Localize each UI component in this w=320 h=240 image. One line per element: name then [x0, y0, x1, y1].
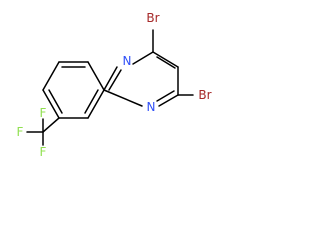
bond-ph-6-1-double [84, 89, 99, 114]
atom-f-bottom: F [40, 145, 47, 159]
atom-n3: N [147, 100, 156, 114]
bond-c6-c5 [152, 51, 179, 68]
bond-ph-3-4 [42, 61, 60, 91]
bond-layer [26, 29, 194, 146]
bond-c2-n1-double [108, 69, 122, 91]
bond-c2-n1 [103, 66, 118, 91]
bond-c4-n3 [158, 94, 179, 107]
bond-ph-4-5-double [48, 89, 63, 114]
bond-c6-c5-double [156, 56, 176, 69]
bond-ph-1-2 [87, 61, 105, 91]
atom-f-top: F [40, 106, 47, 120]
atom-label-layer: N N Br Br F F F [17, 11, 212, 159]
bond-n1-c6 [132, 51, 154, 65]
bond-n3-c2 [103, 89, 143, 107]
bond-ph-4-5 [42, 89, 60, 119]
atom-br-bottom: Br [198, 88, 211, 102]
molecule-diagram: N N Br Br F F F [17, 11, 212, 159]
bond-c4-n3-double [156, 90, 175, 102]
atom-br-top: Br [146, 11, 159, 25]
bond-ph-6-1 [87, 89, 105, 119]
bond-ph-cf3 [42, 117, 60, 133]
atom-f-left: F [17, 125, 24, 139]
atom-n1: N [123, 54, 132, 68]
